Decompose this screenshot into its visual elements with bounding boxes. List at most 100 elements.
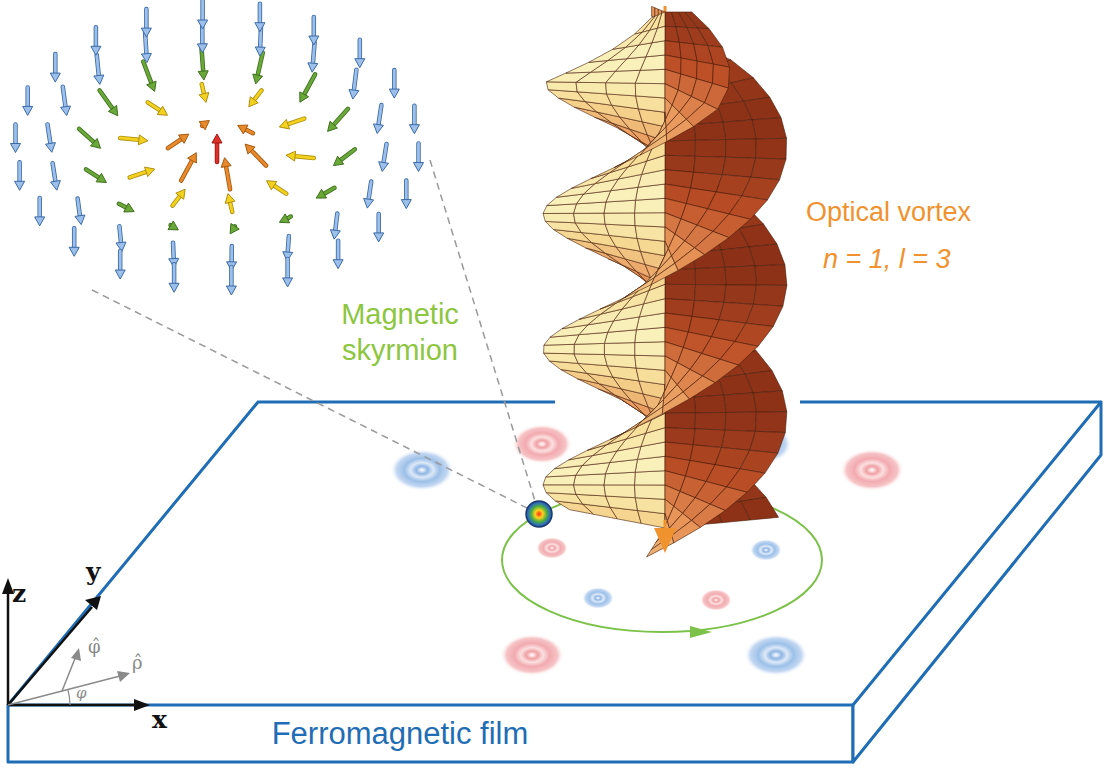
helicoid-facet — [635, 498, 665, 514]
spin-arrow-shaft — [79, 129, 94, 142]
spin-arrow-shaft — [229, 246, 234, 262]
spin-arrow-shaft — [230, 246, 233, 262]
spin-arrow-shaft — [181, 161, 192, 181]
angle-label: φ — [76, 684, 106, 703]
spin-arrow-shaft — [405, 181, 408, 200]
helicoid-facet — [695, 413, 726, 431]
helicoid-facet — [722, 430, 756, 450]
helicoid-facet — [694, 395, 726, 413]
red-blob — [536, 537, 568, 559]
spin-arrow-head — [414, 163, 424, 172]
vortex-title: Optical vortex — [806, 196, 1066, 230]
helicoid-facet — [750, 431, 786, 453]
spin-arrow-shaft — [295, 156, 314, 158]
helicoid-facet — [722, 157, 755, 177]
helicoid-facet — [755, 412, 787, 433]
helicoid-facet — [574, 213, 606, 224]
spin-arrow-shaft — [379, 105, 382, 125]
spin-arrow-shaft — [86, 169, 99, 177]
helicoid-facet — [746, 304, 783, 326]
helicoid-facet — [625, 278, 655, 298]
helicoid-facet — [693, 429, 725, 448]
spin-arrow-shaft — [171, 243, 176, 259]
spin-arrow-head — [198, 71, 208, 80]
spin-arrow-shaft — [335, 214, 337, 231]
spin-arrow-head — [308, 63, 318, 72]
spin-arrow-shaft — [120, 138, 139, 140]
helicoid-facet — [683, 376, 715, 399]
spin-arrow-shaft — [334, 109, 348, 125]
helicoid-facet — [752, 118, 787, 139]
spin-arrow-head — [330, 230, 340, 240]
spin-arrow-head — [249, 97, 258, 107]
slab-edge — [800, 401, 1101, 404]
spin-arrow-shaft — [274, 186, 286, 194]
spin-arrow-shaft — [285, 259, 290, 278]
spin-arrow-shaft — [354, 70, 357, 90]
axis-label: z — [12, 578, 42, 609]
spin-arrow-head — [198, 20, 208, 29]
helicoid-facet — [756, 138, 787, 159]
spin-arrow-shaft — [100, 90, 113, 108]
helicoid-facet — [546, 82, 577, 92]
spin-arrow-shaft — [86, 169, 99, 177]
helicoid-facet — [665, 155, 695, 172]
spin-arrow-head — [11, 144, 21, 153]
spin-arrow-shaft — [335, 214, 337, 231]
helicoid-facet — [635, 226, 665, 242]
spin-arrow-head — [355, 59, 365, 68]
helicoid-facet — [665, 284, 696, 300]
spin-arrow-shaft — [286, 259, 289, 278]
spin-arrow-shaft — [246, 130, 253, 134]
spin-arrow-shaft — [100, 90, 113, 108]
spin-arrow-shaft — [18, 162, 21, 181]
spin-arrow-head — [267, 181, 277, 190]
helicoid-facet — [543, 213, 575, 223]
spin-arrow-shaft — [288, 119, 304, 125]
spin-arrow-head — [51, 181, 61, 191]
helicoid-facet — [725, 266, 757, 285]
spin-arrow-shaft — [384, 144, 387, 163]
spin-arrow-shaft — [376, 214, 381, 233]
spin-arrow-shaft — [143, 62, 151, 84]
spin-arrow-shaft — [229, 267, 234, 286]
spin-arrow-head — [23, 106, 33, 115]
spin-arrow-head — [69, 247, 79, 256]
spin-arrow-head — [245, 144, 255, 154]
spin-arrow-shaft — [392, 70, 397, 89]
vortex-indices: n = 1, l = 3 — [823, 243, 1043, 277]
spin-arrow-head — [115, 270, 125, 279]
spin-arrow-shaft — [252, 151, 267, 166]
spin-arrow-head — [309, 36, 319, 45]
spin-arrow-head — [255, 23, 265, 32]
helicoid-facet — [544, 344, 575, 354]
spin-arrow-head — [389, 89, 399, 98]
spin-arrow-shaft — [304, 74, 315, 94]
spin-arrow-shaft — [252, 151, 267, 166]
spin-arrow-shaft — [341, 149, 355, 160]
spin-arrow-shaft — [384, 144, 387, 163]
spin-arrow-head — [226, 286, 236, 295]
spin-arrow-shaft — [173, 264, 176, 283]
helicoid-facet — [725, 412, 756, 431]
spin-arrow-head — [91, 139, 101, 149]
spin-arrow-head — [168, 221, 178, 230]
helicoid-facet — [613, 32, 642, 49]
spin-arrow-head — [221, 158, 231, 168]
spin-arrow-shaft — [17, 162, 22, 181]
spin-arrow-head — [179, 134, 189, 143]
helicoid-facet — [636, 96, 665, 112]
helicoid-facet — [719, 374, 754, 395]
spin-arrow-head — [255, 47, 265, 56]
spin-arrow-shaft — [38, 198, 41, 217]
spin-arrow-shaft — [404, 181, 409, 200]
spin-arrow-head — [279, 119, 289, 128]
spin-arrow-shaft — [324, 188, 334, 194]
spin-arrow-head — [374, 233, 384, 242]
spin-arrow-shaft — [78, 199, 80, 216]
helicoid-facet — [604, 485, 635, 498]
helicoid-facet — [543, 485, 576, 495]
spin-arrow-head — [212, 134, 222, 143]
